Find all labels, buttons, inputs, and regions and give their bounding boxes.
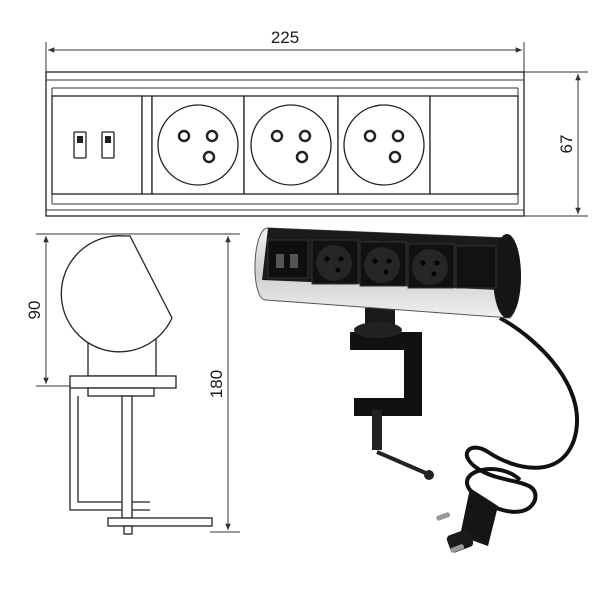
socket-outlet-icon <box>311 239 359 285</box>
socket-outlet-icon <box>250 104 332 186</box>
power-cable <box>464 316 579 514</box>
desk-clamp <box>350 332 422 416</box>
clamp-outline <box>69 388 150 511</box>
usb-port-icon <box>276 254 284 268</box>
width-dimension-label: 225 <box>271 28 299 47</box>
blank-panel <box>455 245 497 289</box>
socket-outlet-icon <box>157 104 239 186</box>
profile-body-outline <box>60 235 173 353</box>
front-view: 225 67 <box>45 28 588 217</box>
usb-module <box>51 95 143 195</box>
usb-port-icon <box>101 131 115 159</box>
socket-outlet-icon <box>407 243 455 289</box>
socket-outlet-icon <box>343 104 425 186</box>
socket-outlet-icon <box>359 241 407 287</box>
power-plug <box>436 488 498 553</box>
product-illustration <box>254 227 579 553</box>
socket-module <box>243 95 339 195</box>
usb-port-icon <box>73 131 87 159</box>
mounting-plate <box>69 375 177 389</box>
side-view: 90 180 <box>25 233 240 535</box>
socket-module <box>337 95 431 195</box>
usb-port-icon <box>290 254 298 268</box>
height-dimension-label: 67 <box>557 135 576 154</box>
socket-module <box>151 95 245 195</box>
profile-height-dimension-label: 90 <box>25 301 44 320</box>
total-height-dimension-label: 180 <box>207 370 226 398</box>
blank-panel <box>429 95 519 195</box>
